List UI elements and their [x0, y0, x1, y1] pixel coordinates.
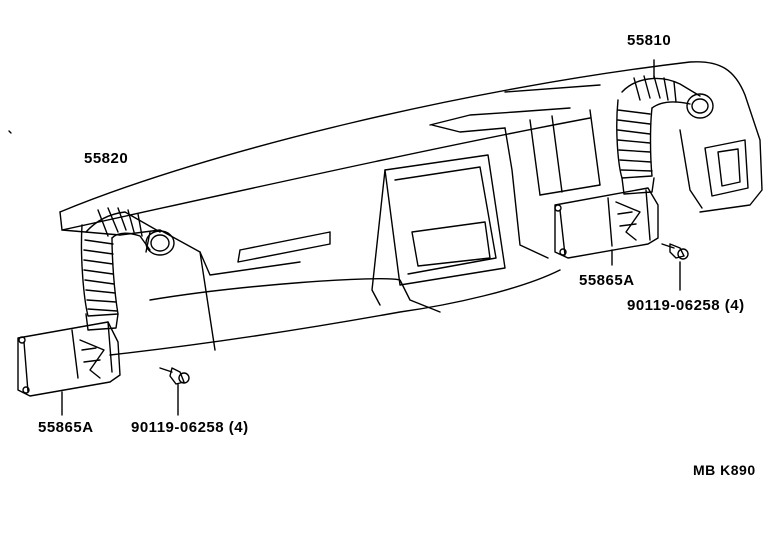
bracket-left-label: 55865A — [38, 419, 94, 436]
screw-left-label: 90119-06258 (4) — [131, 419, 249, 436]
left-screw — [159, 367, 190, 416]
left-duct — [80, 207, 175, 317]
duct-left-label: 55820 — [84, 150, 129, 167]
instrument-panel — [59, 61, 763, 356]
right-duct — [616, 59, 714, 179]
left-bracket — [17, 313, 121, 416]
right-screw — [661, 243, 689, 291]
stray-mark — [8, 130, 12, 134]
duct-right-label: 55810 — [627, 32, 672, 49]
catalog-code: MB K890 — [693, 462, 756, 478]
bracket-right-label: 55865A — [579, 272, 635, 289]
screw-right-label: 90119-06258 (4) — [627, 297, 745, 314]
right-bracket — [554, 177, 659, 266]
